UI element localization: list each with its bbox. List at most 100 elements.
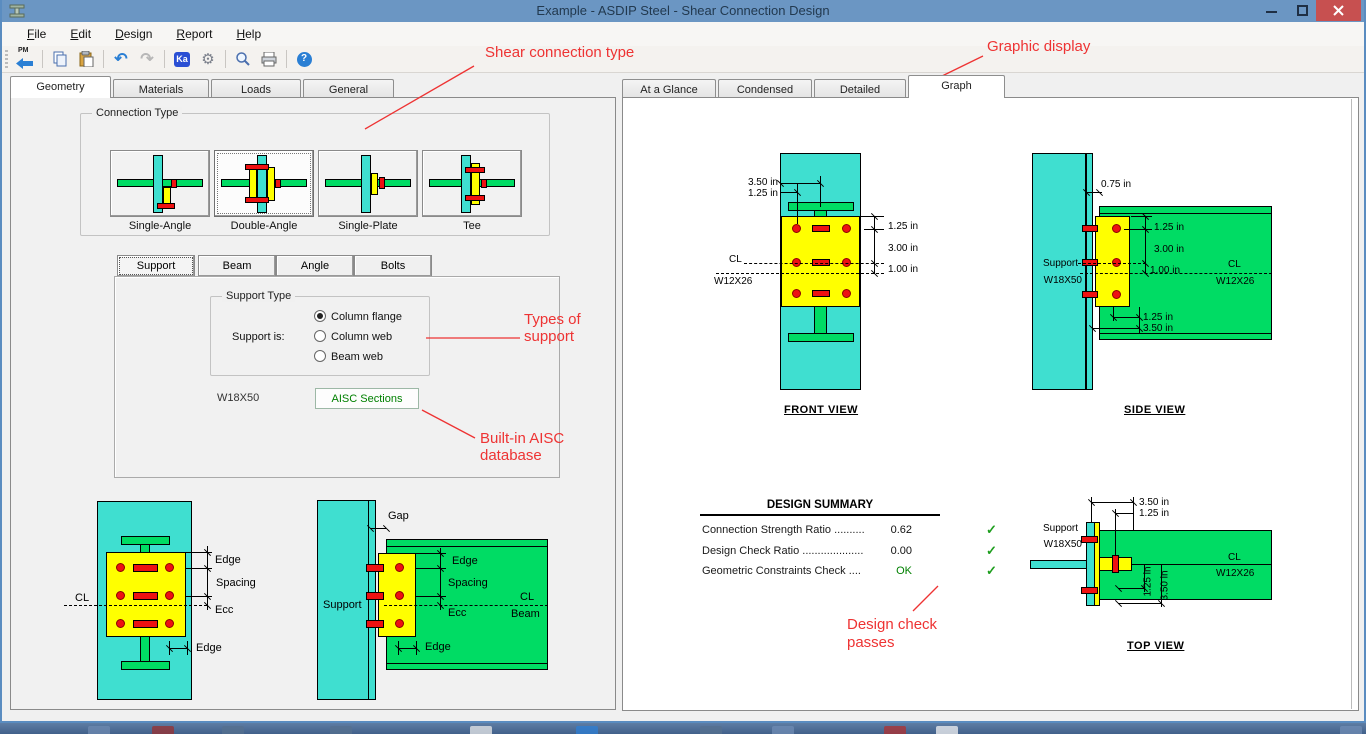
maximize-icon — [1297, 5, 1308, 16]
printer-icon — [261, 51, 277, 66]
side-member-label: W12X26 — [1216, 276, 1255, 287]
pm-icon: PM — [18, 47, 29, 54]
paste-button[interactable] — [74, 48, 98, 70]
top-dim-v2: 3.50 in — [1159, 570, 1171, 601]
radio-column-flange[interactable] — [314, 310, 326, 322]
top-support-label: Support — [1042, 523, 1078, 534]
connection-option-tee[interactable] — [422, 150, 522, 217]
annotation-builtin-aisc-2: database — [480, 447, 542, 464]
radio-column-web-label[interactable]: Column web — [331, 331, 393, 343]
front-dim-350: 3.50 in — [747, 177, 778, 188]
ka-factors-button[interactable]: Ka — [170, 48, 194, 70]
diagram-b-spacing-label: Spacing — [448, 577, 488, 589]
magnifier-icon — [236, 52, 250, 66]
summary-row-2-label: Design Check Ratio .................... — [702, 545, 864, 557]
diagram-b-beam-label: Beam — [511, 608, 540, 620]
minimize-icon — [1266, 11, 1277, 13]
diagram-b-cl-label: CL — [520, 591, 535, 603]
diagram-b-gap-label: Gap — [388, 510, 409, 522]
subtab-support[interactable]: Support — [117, 255, 195, 277]
radio-column-web[interactable] — [314, 330, 326, 342]
summary-row-3-value: OK — [896, 565, 912, 577]
connection-option-single-plate[interactable] — [318, 150, 418, 217]
connection-label-single-plate: Single-Plate — [338, 220, 398, 232]
top-support-member: W18X50 — [1043, 539, 1082, 550]
copy-icon — [53, 51, 66, 67]
top-cl-label: CL — [1228, 552, 1241, 563]
top-dim-t2: 1.25 in — [1139, 508, 1170, 519]
diagram-a-edge-top-label: Edge — [215, 554, 241, 566]
summary-row-3-check-icon: ✓ — [986, 563, 997, 578]
tab-loads[interactable]: Loads — [211, 79, 301, 98]
menu-help[interactable]: Help — [236, 27, 262, 41]
side-view-column — [1032, 153, 1086, 390]
help-button[interactable]: ? — [292, 48, 316, 70]
support-section-value: W18X50 — [217, 392, 260, 404]
print-button[interactable] — [257, 48, 281, 70]
tab-detailed[interactable]: Detailed — [814, 79, 906, 98]
copy-button[interactable] — [48, 48, 72, 70]
toolbar: PM ↶ ↷ Ka ⚙ ? — [2, 46, 1364, 73]
subtab-bolts[interactable]: Bolts — [354, 255, 432, 277]
connection-option-single-angle[interactable] — [110, 150, 210, 217]
annotation-design-check-2: passes — [847, 634, 895, 651]
annotation-graphic-display: Graphic display — [987, 38, 1091, 55]
menu-edit[interactable]: Edit — [70, 27, 92, 41]
side-dim-r2: 3.00 in — [1154, 244, 1185, 255]
diagram-a-spacing-label: Spacing — [216, 577, 256, 589]
side-support-label: Support — [1042, 258, 1078, 269]
settings-button[interactable]: ⚙ — [196, 48, 220, 70]
radio-column-flange-label[interactable]: Column flange — [331, 311, 402, 323]
paste-icon — [79, 51, 93, 67]
annotation-design-check-1: Design check — [847, 616, 938, 633]
menu-report[interactable]: Report — [176, 27, 213, 41]
connection-label-tee: Tee — [463, 220, 481, 232]
radio-beam-web[interactable] — [314, 350, 326, 362]
tab-at-a-glance[interactable]: At a Glance — [622, 79, 716, 98]
toolbar-grip — [5, 50, 8, 68]
design-summary-title: DESIGN SUMMARY — [766, 499, 874, 511]
undo-button[interactable]: ↶ — [109, 48, 133, 70]
front-dim-r2: 3.00 in — [888, 243, 919, 254]
tab-geometry[interactable]: Geometry — [10, 76, 111, 98]
gear-icon: ⚙ — [201, 51, 215, 68]
pm-mode-button[interactable]: PM — [13, 47, 37, 70]
taskbar[interactable] — [0, 723, 1366, 734]
tab-graph[interactable]: Graph — [908, 75, 1005, 98]
front-dim-r3: 1.00 in — [888, 264, 919, 275]
redo-button[interactable]: ↷ — [135, 48, 159, 70]
diagram-b-support-label: Support — [323, 599, 362, 611]
subtab-angle[interactable]: Angle — [276, 255, 354, 277]
annotation-builtin-aisc-1: Built-in AISC — [480, 430, 565, 447]
subtab-beam[interactable]: Beam — [198, 255, 276, 277]
title-bar: Example - ASDIP Steel - Shear Connection… — [2, 0, 1364, 22]
tab-general[interactable]: General — [303, 79, 394, 98]
front-view-title: FRONT VIEW — [784, 404, 859, 416]
support-type-group — [210, 296, 430, 376]
connection-option-double-angle[interactable] — [214, 150, 314, 217]
side-support-member: W18X50 — [1043, 275, 1082, 286]
side-cl-label: CL — [1228, 259, 1241, 270]
summary-row-1-value: 0.62 — [890, 524, 912, 536]
connection-type-group — [80, 113, 550, 236]
radio-beam-web-label[interactable]: Beam web — [331, 351, 383, 363]
annotation-shear-connection-type: Shear connection type — [485, 44, 635, 61]
diagram-b-edge-bottom-label: Edge — [425, 641, 451, 653]
tab-materials[interactable]: Materials — [113, 79, 209, 98]
side-dim-b2: 3.50 in — [1143, 323, 1174, 334]
minimize-button[interactable] — [1257, 0, 1285, 21]
menu-file[interactable]: File — [27, 27, 47, 41]
side-dim-r1: 1.25 in — [1154, 222, 1185, 233]
app-icon — [9, 3, 25, 24]
close-button[interactable] — [1316, 0, 1361, 21]
side-dim-b1: 1.25 in — [1143, 312, 1174, 323]
maximize-button[interactable] — [1288, 0, 1316, 21]
menu-design[interactable]: Design — [115, 27, 153, 41]
tab-condensed[interactable]: Condensed — [718, 79, 812, 98]
top-dim-t1: 3.50 in — [1139, 497, 1170, 508]
front-cl-label: CL — [729, 254, 742, 265]
aisc-sections-button[interactable]: AISC Sections — [315, 388, 419, 409]
top-dim-v1: 1.25 in — [1142, 566, 1154, 597]
zoom-button[interactable] — [231, 48, 255, 70]
